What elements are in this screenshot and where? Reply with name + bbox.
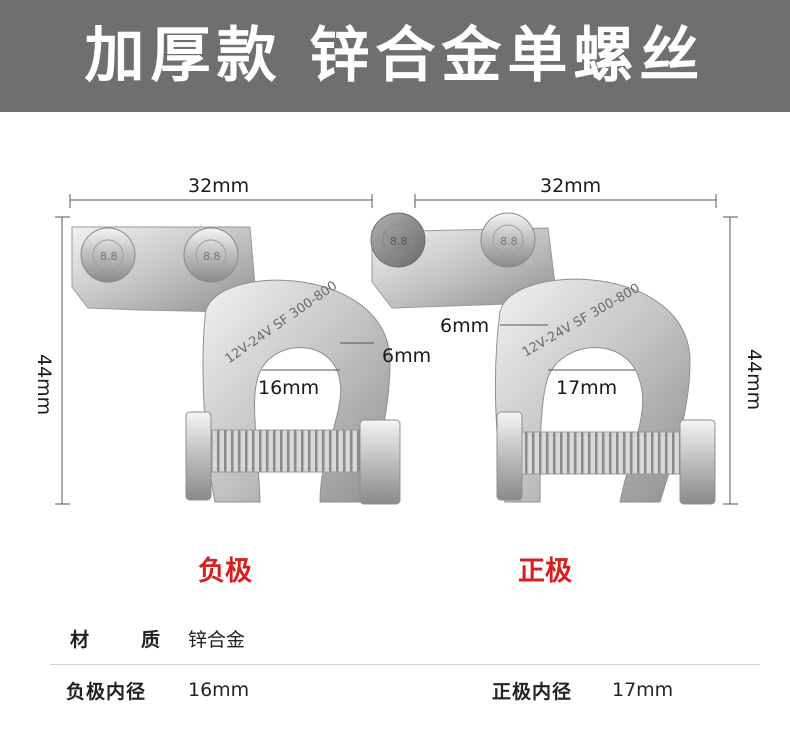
bolt-mark: 8.8: [500, 235, 518, 248]
material-key-a: 材: [70, 628, 90, 651]
material-value: 锌合金: [188, 628, 246, 651]
dim-right-width: 32mm: [540, 175, 601, 197]
dim-left-width: 32mm: [188, 175, 249, 197]
negative-clamp-image: 8.8 8.8 12V-24V SF 300-800: [71, 226, 401, 505]
material-key: 材 质: [70, 625, 160, 652]
title-banner: 加厚款 锌合金单螺丝: [0, 0, 790, 112]
product-figure: 8.8 8.8 12V-24V SF 300-800 32mm 44mm 16m…: [33, 175, 765, 505]
dim-right-wall: 6mm: [440, 315, 489, 337]
spec-divider: [50, 664, 760, 665]
spec-row-inner-diameter: 负极内径 16mm 正极内径 17mm: [0, 664, 790, 716]
neg-inner-key: 负极内径: [66, 680, 147, 703]
dim-right-inner: 17mm: [556, 377, 617, 399]
positive-pole-label: 正极: [518, 556, 572, 587]
right-dimension-lines: [414, 194, 738, 505]
neg-inner-value: 16mm: [188, 679, 250, 701]
pos-inner-value: 17mm: [612, 679, 674, 701]
banner-title: 加厚款 锌合金单螺丝: [84, 21, 706, 91]
dim-left-inner: 16mm: [258, 377, 319, 399]
dim-left-height: 44mm: [33, 354, 55, 415]
dim-right-height: 44mm: [743, 349, 765, 410]
pos-inner-key: 正极内径: [492, 680, 573, 703]
left-dimension-lines: [55, 194, 374, 505]
bolt-mark: 8.8: [390, 235, 408, 248]
positive-clamp-image: 8.8 8.8 12V-24V SF 300-800: [370, 212, 716, 505]
spec-row-material: 材 质 锌合金: [0, 612, 790, 664]
bolt-mark: 8.8: [100, 250, 118, 263]
bolt-mark: 8.8: [203, 250, 221, 263]
dim-left-wall: 6mm: [382, 345, 431, 367]
negative-pole-label: 负极: [198, 556, 252, 587]
material-key-b: 质: [140, 628, 160, 651]
